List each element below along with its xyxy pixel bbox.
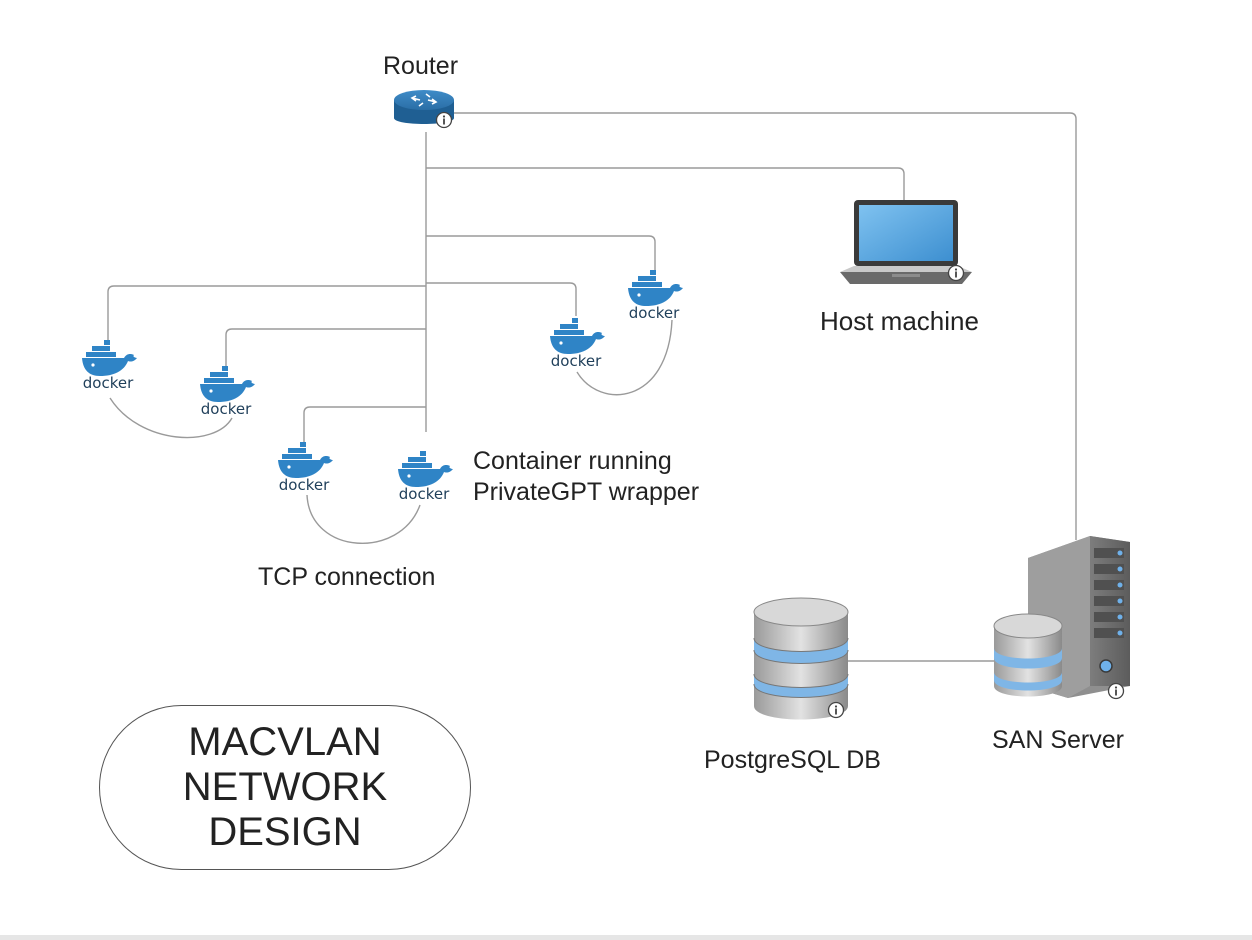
title-line-1: MACVLAN (188, 720, 382, 764)
container-note-line1: Container running (473, 447, 672, 475)
diagram-title-box: MACVLAN NETWORK DESIGN (99, 705, 471, 870)
laptop-icon (840, 200, 972, 284)
connection-lines (107, 112, 1077, 662)
san-disk-stack-icon (993, 613, 1063, 697)
title-line-2: NETWORK (182, 765, 388, 809)
database-icon (753, 597, 849, 720)
tcp-connection-label: TCP connection (258, 563, 436, 591)
link-router-docker-ur (426, 235, 656, 270)
link-router-docker-mr (426, 282, 577, 316)
docker-icon-upper-right (628, 270, 683, 322)
title-line-3: DESIGN (208, 810, 362, 854)
docker-icon-bottom-2 (398, 451, 453, 503)
link-router-docker-b1 (303, 406, 426, 442)
tcp-arc-left (109, 397, 233, 439)
docker-icon-bottom-1 (278, 442, 333, 494)
link-router-docker-l2 (225, 328, 426, 366)
link-router-docker-l1 (107, 285, 426, 340)
postgresql-db-label: PostgreSQL DB (704, 746, 881, 774)
container-note-line2: PrivateGPT wrapper (473, 478, 700, 506)
docker-icon-left-1 (82, 340, 137, 392)
docker-icon-mid-right (550, 318, 605, 370)
link-router-host (426, 167, 905, 200)
link-router-san (452, 112, 1077, 540)
router-label: Router (383, 52, 459, 80)
bottom-divider (0, 935, 1252, 940)
docker-icon-left-2 (200, 366, 255, 418)
router-icon (394, 90, 454, 129)
tcp-arc-bottom (306, 494, 421, 545)
host-machine-label: Host machine (820, 306, 979, 336)
tcp-arc-right (576, 319, 673, 396)
san-server-label: SAN Server (992, 726, 1124, 754)
